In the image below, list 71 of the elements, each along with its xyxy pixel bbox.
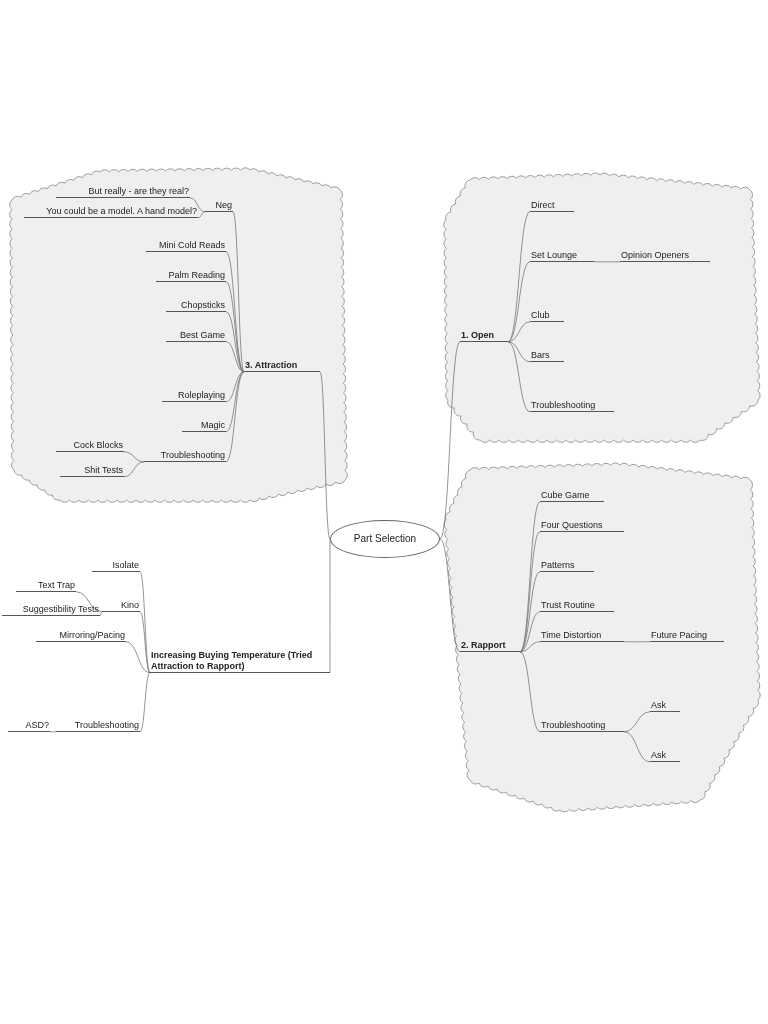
topic-label: Shit Tests: [60, 465, 124, 477]
connector-line: [519, 641, 541, 653]
topic-label: Troubleshooting: [540, 720, 624, 732]
topic-label: Neg: [205, 200, 233, 212]
topic-label: ASD?: [8, 720, 50, 732]
topic-label: Palm Reading: [156, 270, 226, 282]
connector-line: [197, 211, 206, 219]
connector-line: [519, 611, 541, 653]
topic-label: Mini Cold Reads: [146, 240, 226, 252]
topic-label: Four Questions: [540, 520, 624, 532]
topic-label: Chopsticks: [166, 300, 226, 312]
topic-label: Troubleshooting: [530, 400, 614, 412]
connector-line: [225, 311, 245, 373]
topic-label: But really - are they real?: [56, 186, 190, 198]
topic-label: Best Game: [166, 330, 226, 342]
connector-line: [439, 341, 461, 540]
branch-topic: 2. Rapport: [460, 640, 520, 652]
connector-line: [623, 711, 651, 733]
topic-label: Trust Routine: [540, 600, 614, 612]
connector-line: [189, 197, 206, 213]
central-topic: Part Selection: [330, 520, 440, 558]
connector-line: [507, 261, 531, 343]
connector-line: [519, 651, 541, 733]
topic-label: Patterns: [540, 560, 594, 572]
connector-line: [225, 281, 245, 373]
topic-label: Kino: [102, 600, 140, 612]
topic-label: Ask: [650, 750, 680, 762]
connector-line: [319, 371, 331, 540]
branch-topic: 3. Attraction: [244, 360, 320, 372]
topic-label: Magic: [182, 420, 226, 432]
topic-label: Troubleshooting: [56, 720, 140, 732]
topic-label: Bars: [530, 350, 564, 362]
topic-label: Mirroring/Pacing: [36, 630, 126, 642]
topic-label: Ask: [650, 700, 680, 712]
connector-line: [125, 641, 151, 673]
connector-line: [593, 261, 621, 263]
connector-line: [225, 341, 245, 373]
topic-label: Time Distortion: [540, 630, 624, 642]
topic-label: Roleplaying: [162, 390, 226, 402]
topic-label: Isolate: [92, 560, 140, 572]
topic-label: Club: [530, 310, 564, 322]
topic-label: Suggestibility Tests: [2, 604, 100, 616]
topic-label: Cock Blocks: [56, 440, 124, 452]
connector-line: [139, 611, 151, 673]
topic-label: You could be a model. A hand model?: [24, 206, 198, 218]
connector-line: [139, 672, 151, 733]
connector-line: [507, 341, 531, 363]
connector-line: [75, 591, 103, 613]
connector-line: [225, 371, 245, 463]
connector-line: [507, 321, 531, 343]
connector-line: [623, 641, 651, 643]
connector-line: [232, 211, 245, 373]
connector-line: [123, 461, 145, 478]
connector-line: [519, 571, 541, 653]
connector-line: [519, 501, 541, 653]
connector-line: [225, 371, 245, 403]
topic-label: Troubleshooting: [144, 450, 226, 462]
connector-line: [99, 611, 103, 617]
connector-line: [123, 451, 145, 463]
connector-line: [623, 731, 651, 763]
branch-topic: Increasing Buying Temperature (Tried Attraction to Rapport): [150, 650, 330, 673]
topic-label: Set Lounge: [530, 250, 594, 262]
topic-label: Future Pacing: [650, 630, 724, 642]
topic-label: Direct: [530, 200, 574, 212]
branch-topic: 1. Open: [460, 330, 508, 342]
connector-line: [439, 538, 461, 653]
topic-label: Cube Game: [540, 490, 604, 502]
connector-line: [507, 341, 531, 413]
topic-label: Opinion Openers: [620, 250, 710, 262]
connector-line: [49, 731, 57, 733]
topic-label: Text Trap: [16, 580, 76, 592]
